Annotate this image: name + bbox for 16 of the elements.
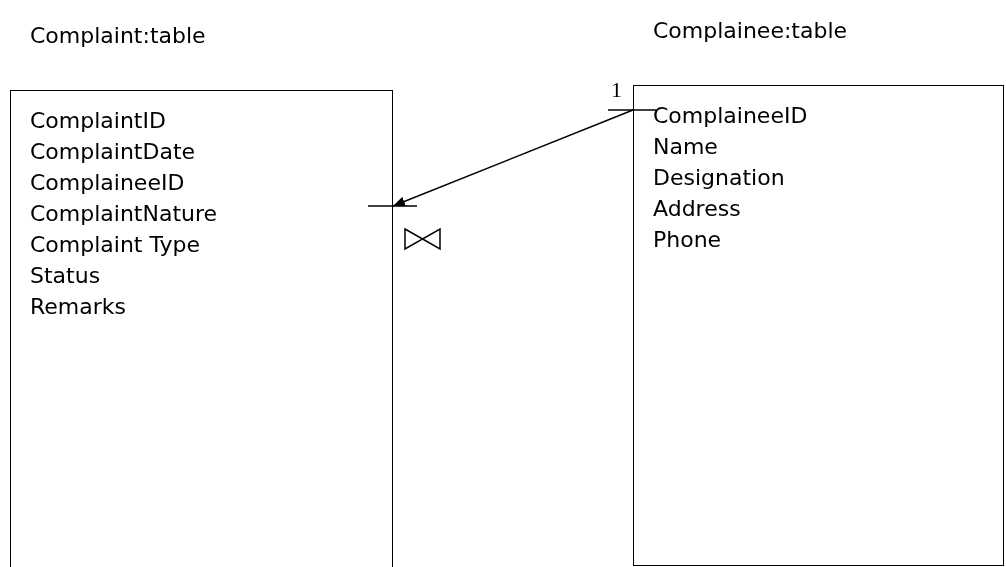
cardinality-label: 1 — [611, 78, 622, 102]
relationship-arrow — [392, 109, 634, 207]
field-name: ComplaintNature — [30, 200, 218, 228]
table-title: Complaint:table — [30, 22, 206, 50]
field-name: Phone — [653, 226, 723, 254]
field-name: Name — [653, 133, 719, 161]
field-name: ComplaintDate — [30, 138, 197, 166]
field-name: Complaint Type — [30, 231, 202, 259]
table-title: Complainee:table — [653, 17, 848, 45]
field-name: ComplaintID — [30, 107, 167, 135]
field-name: Address — [653, 195, 742, 223]
field-name: Status — [30, 262, 102, 290]
field-name: Designation — [653, 164, 786, 192]
field-name: ComplaineeID — [653, 102, 808, 130]
field-name: Remarks — [30, 293, 127, 321]
field-name: ComplaineeID — [30, 169, 186, 197]
